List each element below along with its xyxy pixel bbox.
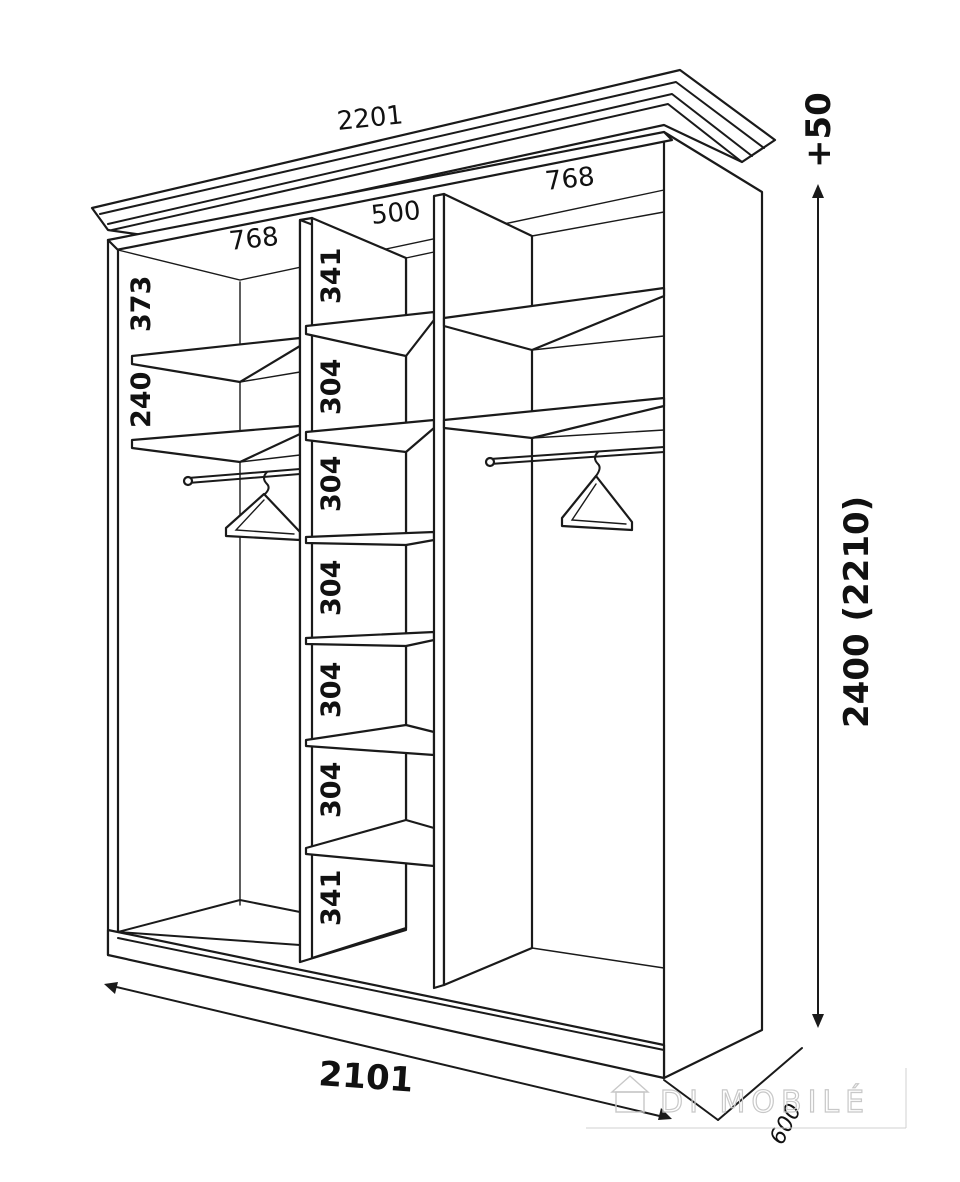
hanger-icon [560, 451, 634, 532]
left-section-width-label: 768 [228, 222, 281, 257]
left-shelf-top-label: 373 [126, 276, 157, 332]
cornice [90, 68, 777, 238]
left-shelf-second-label: 240 [126, 372, 157, 428]
home-icon [610, 1075, 650, 1113]
right-section [442, 211, 666, 969]
top-width-label: 2201 [336, 100, 405, 137]
hanger-icon [224, 471, 302, 542]
middle-section-width-label: 500 [370, 196, 423, 231]
middle-shelf-label: 341 [316, 248, 347, 304]
middle-shelf-label: 341 [316, 870, 347, 926]
middle-shelf-label: 304 [316, 359, 347, 415]
watermark-text: DI MOBILÉ [660, 1084, 870, 1120]
bottom-width-label: 2101 [317, 1054, 414, 1101]
middle-section [298, 192, 534, 990]
dimension-labels: 2201 2101 2400 (2210) +50 600 768 500 76… [126, 92, 877, 1149]
middle-shelf-label: 304 [316, 662, 347, 718]
middle-shelf-label: 304 [316, 456, 347, 512]
right-section-width-label: 768 [544, 162, 597, 197]
middle-shelf-label: 304 [316, 560, 347, 616]
left-section [117, 281, 302, 946]
height-label: 2400 (2210) [837, 496, 877, 728]
cornice-label: +50 [799, 92, 839, 168]
dimension-lines [104, 184, 824, 1121]
middle-shelf-label: 304 [316, 762, 347, 818]
watermark: DI MOBILÉ [586, 1068, 907, 1129]
wardrobe-carcass [106, 130, 764, 1080]
